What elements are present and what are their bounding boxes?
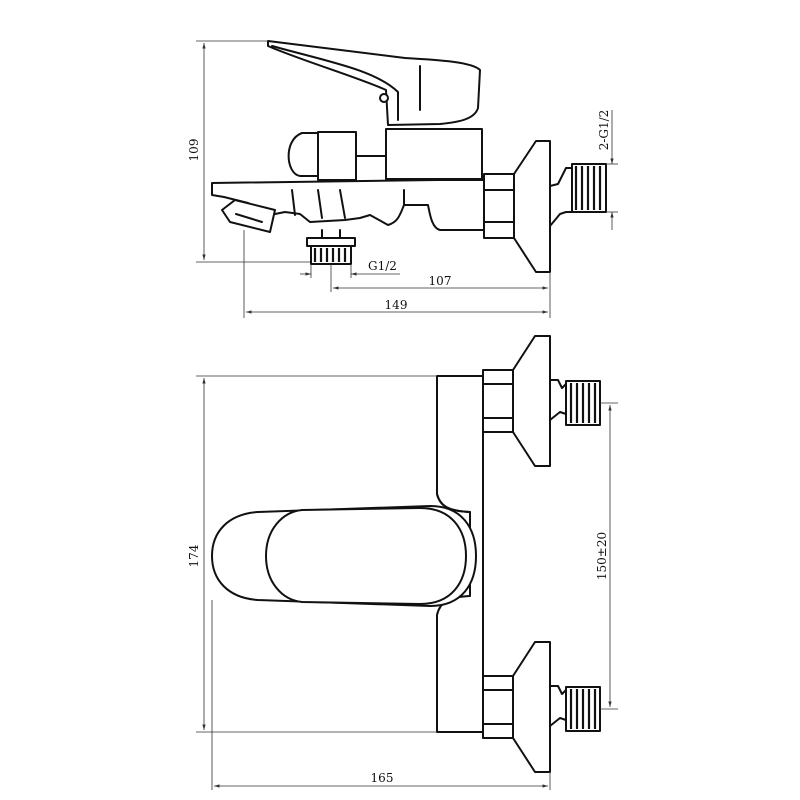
- inlet-connector: [549, 163, 607, 227]
- dim-outlet-to-wall: 107: [429, 274, 452, 288]
- front-view: 174 150±20 165: [187, 335, 618, 790]
- body-bar: [436, 375, 484, 733]
- dim-side-height: 109: [187, 139, 201, 162]
- dim-side-depth: 149: [385, 298, 408, 312]
- spout-tip: [221, 199, 276, 233]
- cartridge-body: [385, 128, 483, 180]
- dimension-lines-front: [196, 375, 618, 790]
- dimension-lines-side: [196, 40, 618, 318]
- dim-inlet-thread: 2-G1/2: [597, 110, 611, 151]
- wall-flange: [513, 140, 551, 273]
- dim-outlet-thread: G1/2: [368, 259, 397, 273]
- upper-inlet: [482, 335, 601, 467]
- dim-front-width: 165: [371, 771, 394, 785]
- lever-front: [211, 505, 477, 607]
- hex-nut: [483, 173, 515, 239]
- lever-handle: [267, 40, 481, 126]
- mixer-body: [211, 179, 485, 231]
- dim-inlet-spacing: 150±20: [595, 532, 609, 580]
- lower-inlet: [482, 641, 601, 773]
- dim-front-height: 174: [187, 544, 201, 567]
- diverter-knob: [287, 131, 387, 181]
- side-view: 109 2-G1/2 G1/2 107 149: [187, 40, 618, 318]
- outlet-thread: [306, 229, 356, 265]
